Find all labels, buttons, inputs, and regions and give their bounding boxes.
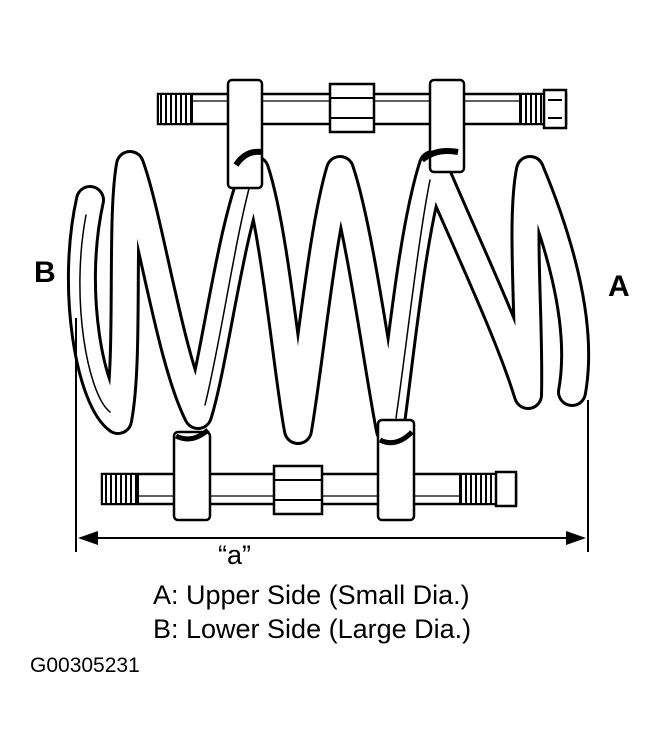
upper-clamp-right [420,78,466,174]
figure-code: G00305231 [30,654,140,677]
lower-rod-center-nut [272,464,324,516]
label-b: B [34,256,56,289]
upper-clamp-left [226,78,264,190]
legend-line-a: A: Upper Side (Small Dia.) [153,580,470,610]
legend-line-b: B: Lower Side (Large Dia.) [153,614,472,644]
lower-clamp-right [376,418,416,522]
coil-spring [66,150,591,445]
upper-rod-center-nut [328,82,376,134]
upper-compressor-rod [156,82,568,134]
dimension-label-a: “a” [218,540,251,570]
label-a: A [608,270,630,303]
lower-clamp-left [172,428,212,522]
upper-rod-end-nut [542,88,568,130]
lower-compressor-rod [100,464,518,516]
lower-rod-end-nut [494,470,518,508]
dimension-a [75,318,589,552]
